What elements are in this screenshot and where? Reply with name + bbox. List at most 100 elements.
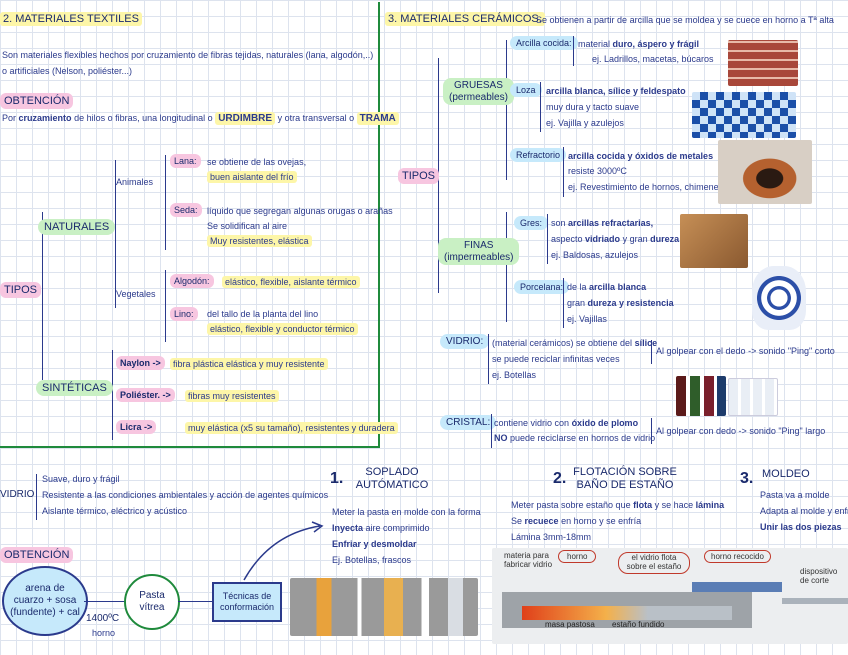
- tecnica-2-number: 2.: [553, 470, 567, 487]
- nylon-label: Naylon ->: [116, 356, 165, 370]
- horno-label: horno: [92, 628, 116, 638]
- horno-image: [718, 140, 812, 204]
- bracket-line: [540, 82, 541, 132]
- curved-arrow: [243, 521, 324, 581]
- algodon-desc: elástico, flexible, aislante térmico: [222, 276, 360, 288]
- flotacion-step-3: Lámina 3mm-18mm: [511, 532, 592, 542]
- vidrio-label: VIDRIO: [0, 489, 35, 500]
- tree-line-tipos: [42, 212, 43, 380]
- textiles-tipos: TIPOS: [0, 282, 42, 298]
- seda-desc-1: líquido que segregan algunas orugas o ar…: [207, 206, 393, 216]
- poliester-desc: fibras muy resistentes: [185, 390, 279, 402]
- vidrio-desc-1: (material cerámicos) se obtiene del síli…: [492, 338, 658, 348]
- gres-label: Gres:: [514, 216, 549, 230]
- refractorio-label: Refractorio: [510, 148, 567, 162]
- flotacion-step-2: Se recuece en horno y se enfría: [511, 516, 642, 526]
- loza-desc-2: muy dura y tacto suave: [546, 102, 640, 112]
- arcilla-cocida-label: Arcilla cocida:: [510, 36, 578, 50]
- diagram-flota-label: el vidrio flota sobre el estaño: [618, 552, 690, 574]
- soplado-title: SOPLADO AUTÓMATICO: [355, 466, 429, 491]
- flotacion-title: FLOTACIÓN SOBRE BAÑO DE ESTAÑO: [573, 466, 677, 491]
- lana-desc-1: se obtiene de las ovejas,: [207, 157, 307, 167]
- temperatura: 1400ºC: [86, 613, 120, 624]
- flotacion-step-1: Meter pasta sobre estaño que flota y se …: [511, 500, 725, 510]
- bracket-line: [651, 418, 652, 444]
- porcelana-desc-2: gran dureza y resistencia: [567, 298, 674, 308]
- gres-desc-2: aspecto vidriado y gran dureza: [551, 234, 680, 244]
- diagram-recocido-label: horno recocido: [704, 550, 771, 563]
- vidrio-sonido: Al golpear con el dedo -> sonido "Ping" …: [656, 346, 835, 356]
- cristal-desc-1: contiene vidrio con óxido de plomo: [494, 418, 639, 428]
- textiles-intro-1: Son materiales flexibles hechos por cruz…: [2, 50, 374, 60]
- refractorio-desc-3: ej. Revestimiento de hornos, chimeneas..…: [568, 182, 736, 192]
- bracket-line: [563, 147, 564, 197]
- licra-label: Licra ->: [116, 420, 157, 434]
- azulejos-image: [692, 92, 796, 138]
- soplado-step-1: Meter la pasta en molde con la forma: [332, 507, 481, 517]
- gres-desc-1: son arcillas refractarias,: [551, 218, 654, 228]
- copas-image: [728, 378, 778, 416]
- bracket-line: [547, 214, 548, 264]
- lana-label: Lana:: [170, 154, 201, 168]
- arcilla-cocida-desc-1: material duro, áspero y frágil: [578, 39, 700, 49]
- cristal-label: CRISTAL:: [440, 415, 497, 430]
- vidrio-prop-2: Resistente a las condiciones ambientales…: [42, 490, 329, 500]
- vidrio-prop-3: Aislante térmico, eléctrico y acústico: [42, 506, 188, 516]
- nylon-desc: fibra plástica elástica y muy resistente: [170, 358, 328, 370]
- lino-desc-1: del tallo de la planta del lino: [207, 309, 319, 319]
- lana-desc-2: buen aislante del frío: [207, 171, 297, 183]
- porcelana-label: Porcelana:: [514, 280, 570, 294]
- seda-label: Seda:: [170, 203, 202, 217]
- seda-desc-3: Muy resistentes, elástica: [207, 235, 312, 247]
- materias-primas-circle: arena de cuarzo + sosa (fundente) + cal: [2, 566, 88, 636]
- vidrio-desc-3: ej. Botellas: [492, 370, 537, 380]
- arrow-1: [84, 601, 124, 602]
- moldeo-step-2: Adapta al molde y enfría: [760, 506, 848, 516]
- arrow-2: [178, 601, 212, 602]
- finas-label: FINAS(impermeables): [438, 238, 520, 265]
- ceramicos-title: 3. MATERIALES CERÁMICOS.: [385, 12, 545, 26]
- textiles-obtencion-title: OBTENCIÓN: [0, 93, 74, 109]
- lino-label: Lino:: [170, 307, 198, 321]
- textiles-title: 2. MATERIALES TEXTILES: [0, 12, 142, 26]
- textiles-intro-2: o artificiales (Nelson, poliéster...): [2, 66, 133, 76]
- textiles-obtencion-text: Por cruzamiento de hilos o fibras, una l…: [2, 112, 399, 125]
- bracket-line: [36, 474, 37, 520]
- soplado-step-4: Ej. Botellas, frascos: [332, 555, 412, 565]
- diagram-materia-label: materia para fabricar vidrio: [504, 551, 553, 569]
- lino-desc-2: elástico, flexible y conductor térmico: [207, 323, 358, 335]
- diagram-estano-label: estaño fundido: [612, 620, 665, 629]
- textiles-animales: Animales: [116, 177, 154, 187]
- porcelana-desc-3: ej. Vajillas: [567, 314, 607, 324]
- soplado-step-3: Enfriar y desmoldar: [332, 539, 417, 549]
- algodon-label: Algodón:: [170, 274, 214, 288]
- baldosas-image: [680, 214, 748, 268]
- tree-line-finas: [506, 212, 507, 322]
- pasta-vitrea-circle: Pasta vítrea: [124, 574, 180, 630]
- tree-line-sinteticas: [112, 350, 113, 440]
- textiles-sinteticas: SINTÉTICAS: [36, 380, 113, 396]
- vidrio-obtencion-title: OBTENCIÓN: [0, 547, 74, 563]
- ceramicos-tipos: TIPOS: [398, 168, 440, 184]
- cristal-sonido: Al golpear con dedo -> sonido "Ping" lar…: [656, 426, 826, 436]
- loza-desc-3: ej. Vajilla y azulejos: [546, 118, 624, 128]
- tree-line-naturales: [115, 160, 116, 308]
- diagram-horno-label: horno: [558, 550, 597, 563]
- jarron-porcelana-image: [752, 266, 806, 330]
- vidrio-desc-2: se puede reciclar infinitas veces: [492, 354, 620, 364]
- moldeo-step-1: Pasta va a molde: [760, 490, 830, 500]
- tree-line-animales: [165, 155, 166, 250]
- refractorio-desc-2: resiste 3000ºC: [568, 166, 627, 176]
- soplado-diagram: [290, 578, 478, 636]
- licra-desc: muy elástica (x5 su tamaño), resistentes…: [185, 422, 398, 434]
- bracket-line: [651, 340, 652, 364]
- botellas-image: [676, 376, 726, 416]
- tree-line-gruesas: [506, 40, 507, 180]
- refractorio-desc-1: arcilla cocida y óxidos de metales: [568, 151, 714, 161]
- cristal-desc-2: NO puede reciclarse en hornos de vidrio: [494, 433, 656, 443]
- bracket-line: [563, 278, 564, 328]
- textiles-naturales: NATURALES: [38, 219, 116, 235]
- soplado-step-2: Inyecta aire comprimido: [332, 523, 430, 533]
- poliester-label: Poliéster. ->: [116, 388, 175, 402]
- diagram-masa-label: masa pastosa: [545, 620, 595, 629]
